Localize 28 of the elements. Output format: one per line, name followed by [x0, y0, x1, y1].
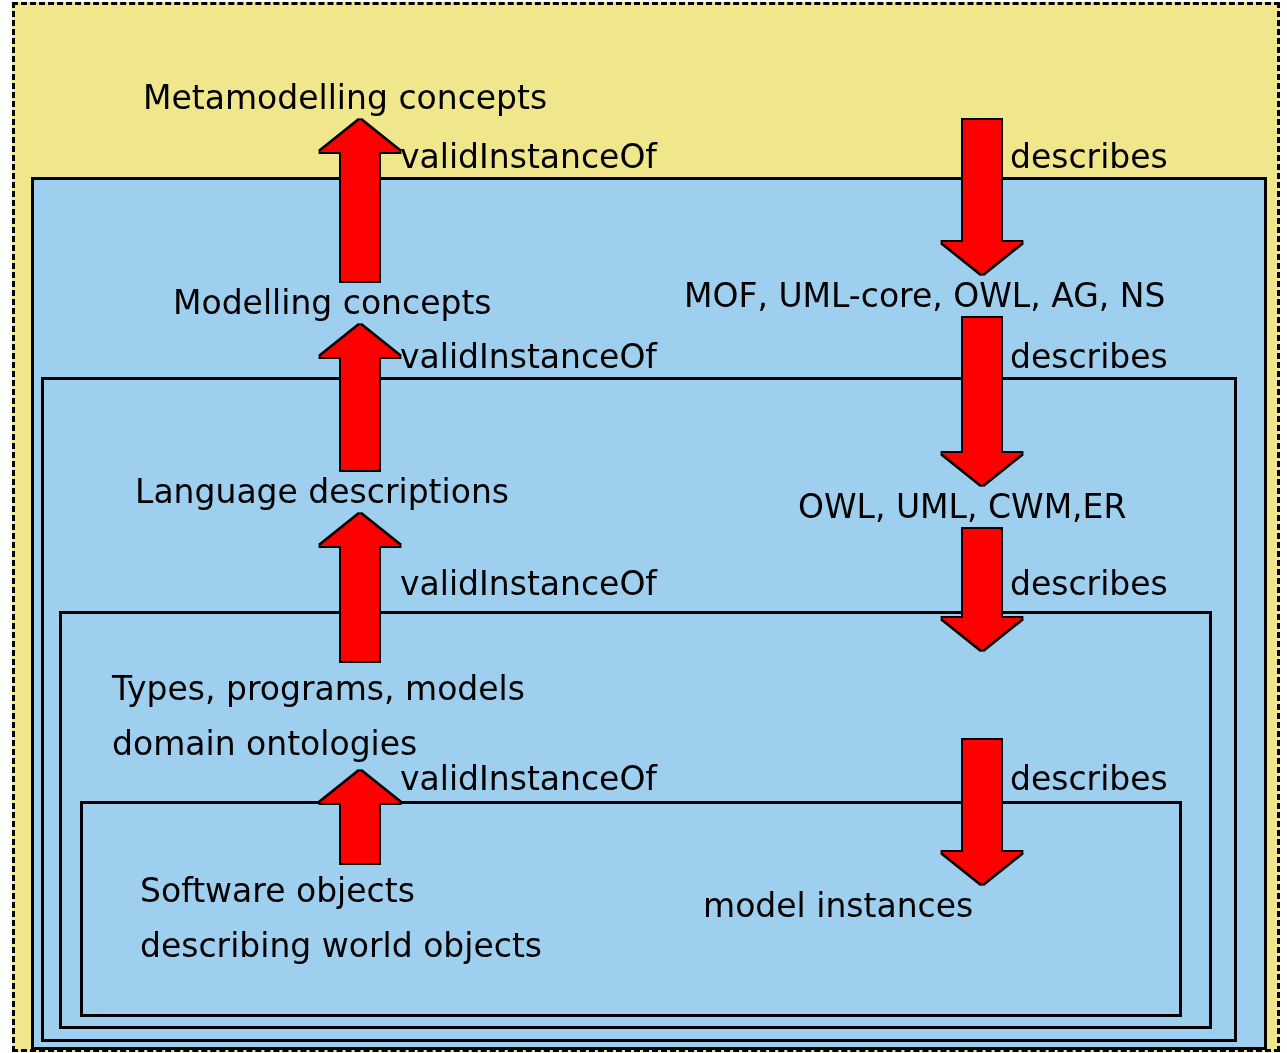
level-label: model instances	[703, 884, 974, 928]
edge-label: validInstanceOf	[400, 337, 657, 377]
level-label: Software objects describing world objects	[140, 863, 585, 973]
edge-label: describes	[1010, 759, 1168, 799]
level-label: Modelling concepts	[173, 281, 492, 325]
edge-label: describes	[1010, 137, 1168, 177]
level-label: MOF, UML-core, OWL, AG, NS	[684, 274, 1166, 318]
nested-box	[31, 177, 1267, 1050]
block-arrow	[942, 529, 1022, 650]
edge-label: describes	[1010, 337, 1168, 377]
level-label: Language descriptions	[135, 470, 510, 514]
edge-label: describes	[1010, 564, 1168, 604]
block-arrow	[320, 325, 400, 470]
nested-box	[41, 377, 1237, 1042]
outer-region	[12, 2, 1280, 1052]
block-arrow	[942, 740, 1022, 884]
level-label: OWL, UML, CWM,ER	[798, 485, 1127, 529]
edge-label: validInstanceOf	[400, 564, 657, 604]
block-arrow	[942, 120, 1022, 274]
block-arrow	[320, 120, 400, 281]
block-arrow	[942, 318, 1022, 485]
nested-box	[80, 801, 1182, 1017]
edge-label: validInstanceOf	[400, 137, 657, 177]
nested-box	[59, 611, 1212, 1029]
block-arrow	[320, 514, 400, 661]
level-label: Metamodelling concepts	[143, 76, 548, 120]
block-arrow	[320, 771, 400, 863]
edge-label: validInstanceOf	[400, 759, 657, 799]
